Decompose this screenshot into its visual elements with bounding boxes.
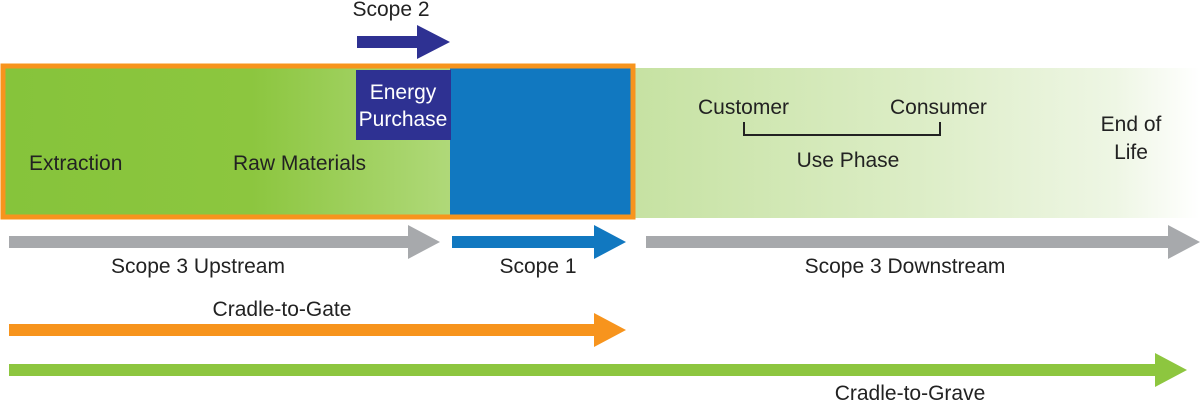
- raw-materials-label: Raw Materials: [233, 152, 367, 175]
- cradle-to-gate-arrow: [9, 313, 626, 347]
- scope1-arrow: [452, 225, 626, 259]
- energy-purchase-line2: Purchase: [358, 107, 448, 131]
- scope3-upstream-label: Scope 3 Upstream: [111, 255, 285, 278]
- scope3-downstream-arrow: [646, 225, 1200, 259]
- cradle-to-grave-arrow: [9, 353, 1187, 387]
- customer-label: Customer: [698, 96, 790, 119]
- energy-purchase-label: Energy Purchase: [356, 71, 450, 140]
- energy-purchase-line1: Energy: [369, 80, 437, 104]
- cradle-to-grave-label: Cradle-to-Grave: [834, 382, 986, 405]
- use-phase-label: Use Phase: [796, 149, 900, 172]
- scope1-label: Scope 1: [499, 255, 577, 278]
- scope2-label: Scope 2: [352, 0, 430, 21]
- scope3-downstream-label: Scope 3 Downstream: [804, 255, 1006, 278]
- extraction-label: Extraction: [29, 152, 123, 175]
- cradle-to-gate-frame: [0, 63, 636, 220]
- consumer-label: Consumer: [890, 96, 987, 119]
- cradle-to-gate-label: Cradle-to-Gate: [212, 298, 352, 321]
- end-of-life-line2: Life: [1114, 141, 1148, 164]
- end-of-life-label: End of Life: [1101, 111, 1162, 167]
- scope2-arrow: [357, 25, 450, 59]
- end-of-life-line1: End of: [1100, 113, 1162, 136]
- energy-purchase-box: [356, 70, 451, 140]
- downstream-band: [633, 68, 1200, 218]
- use-phase-bracket: [743, 122, 941, 136]
- scope3-upstream-arrow: [9, 225, 440, 259]
- scope1-block: [450, 68, 632, 216]
